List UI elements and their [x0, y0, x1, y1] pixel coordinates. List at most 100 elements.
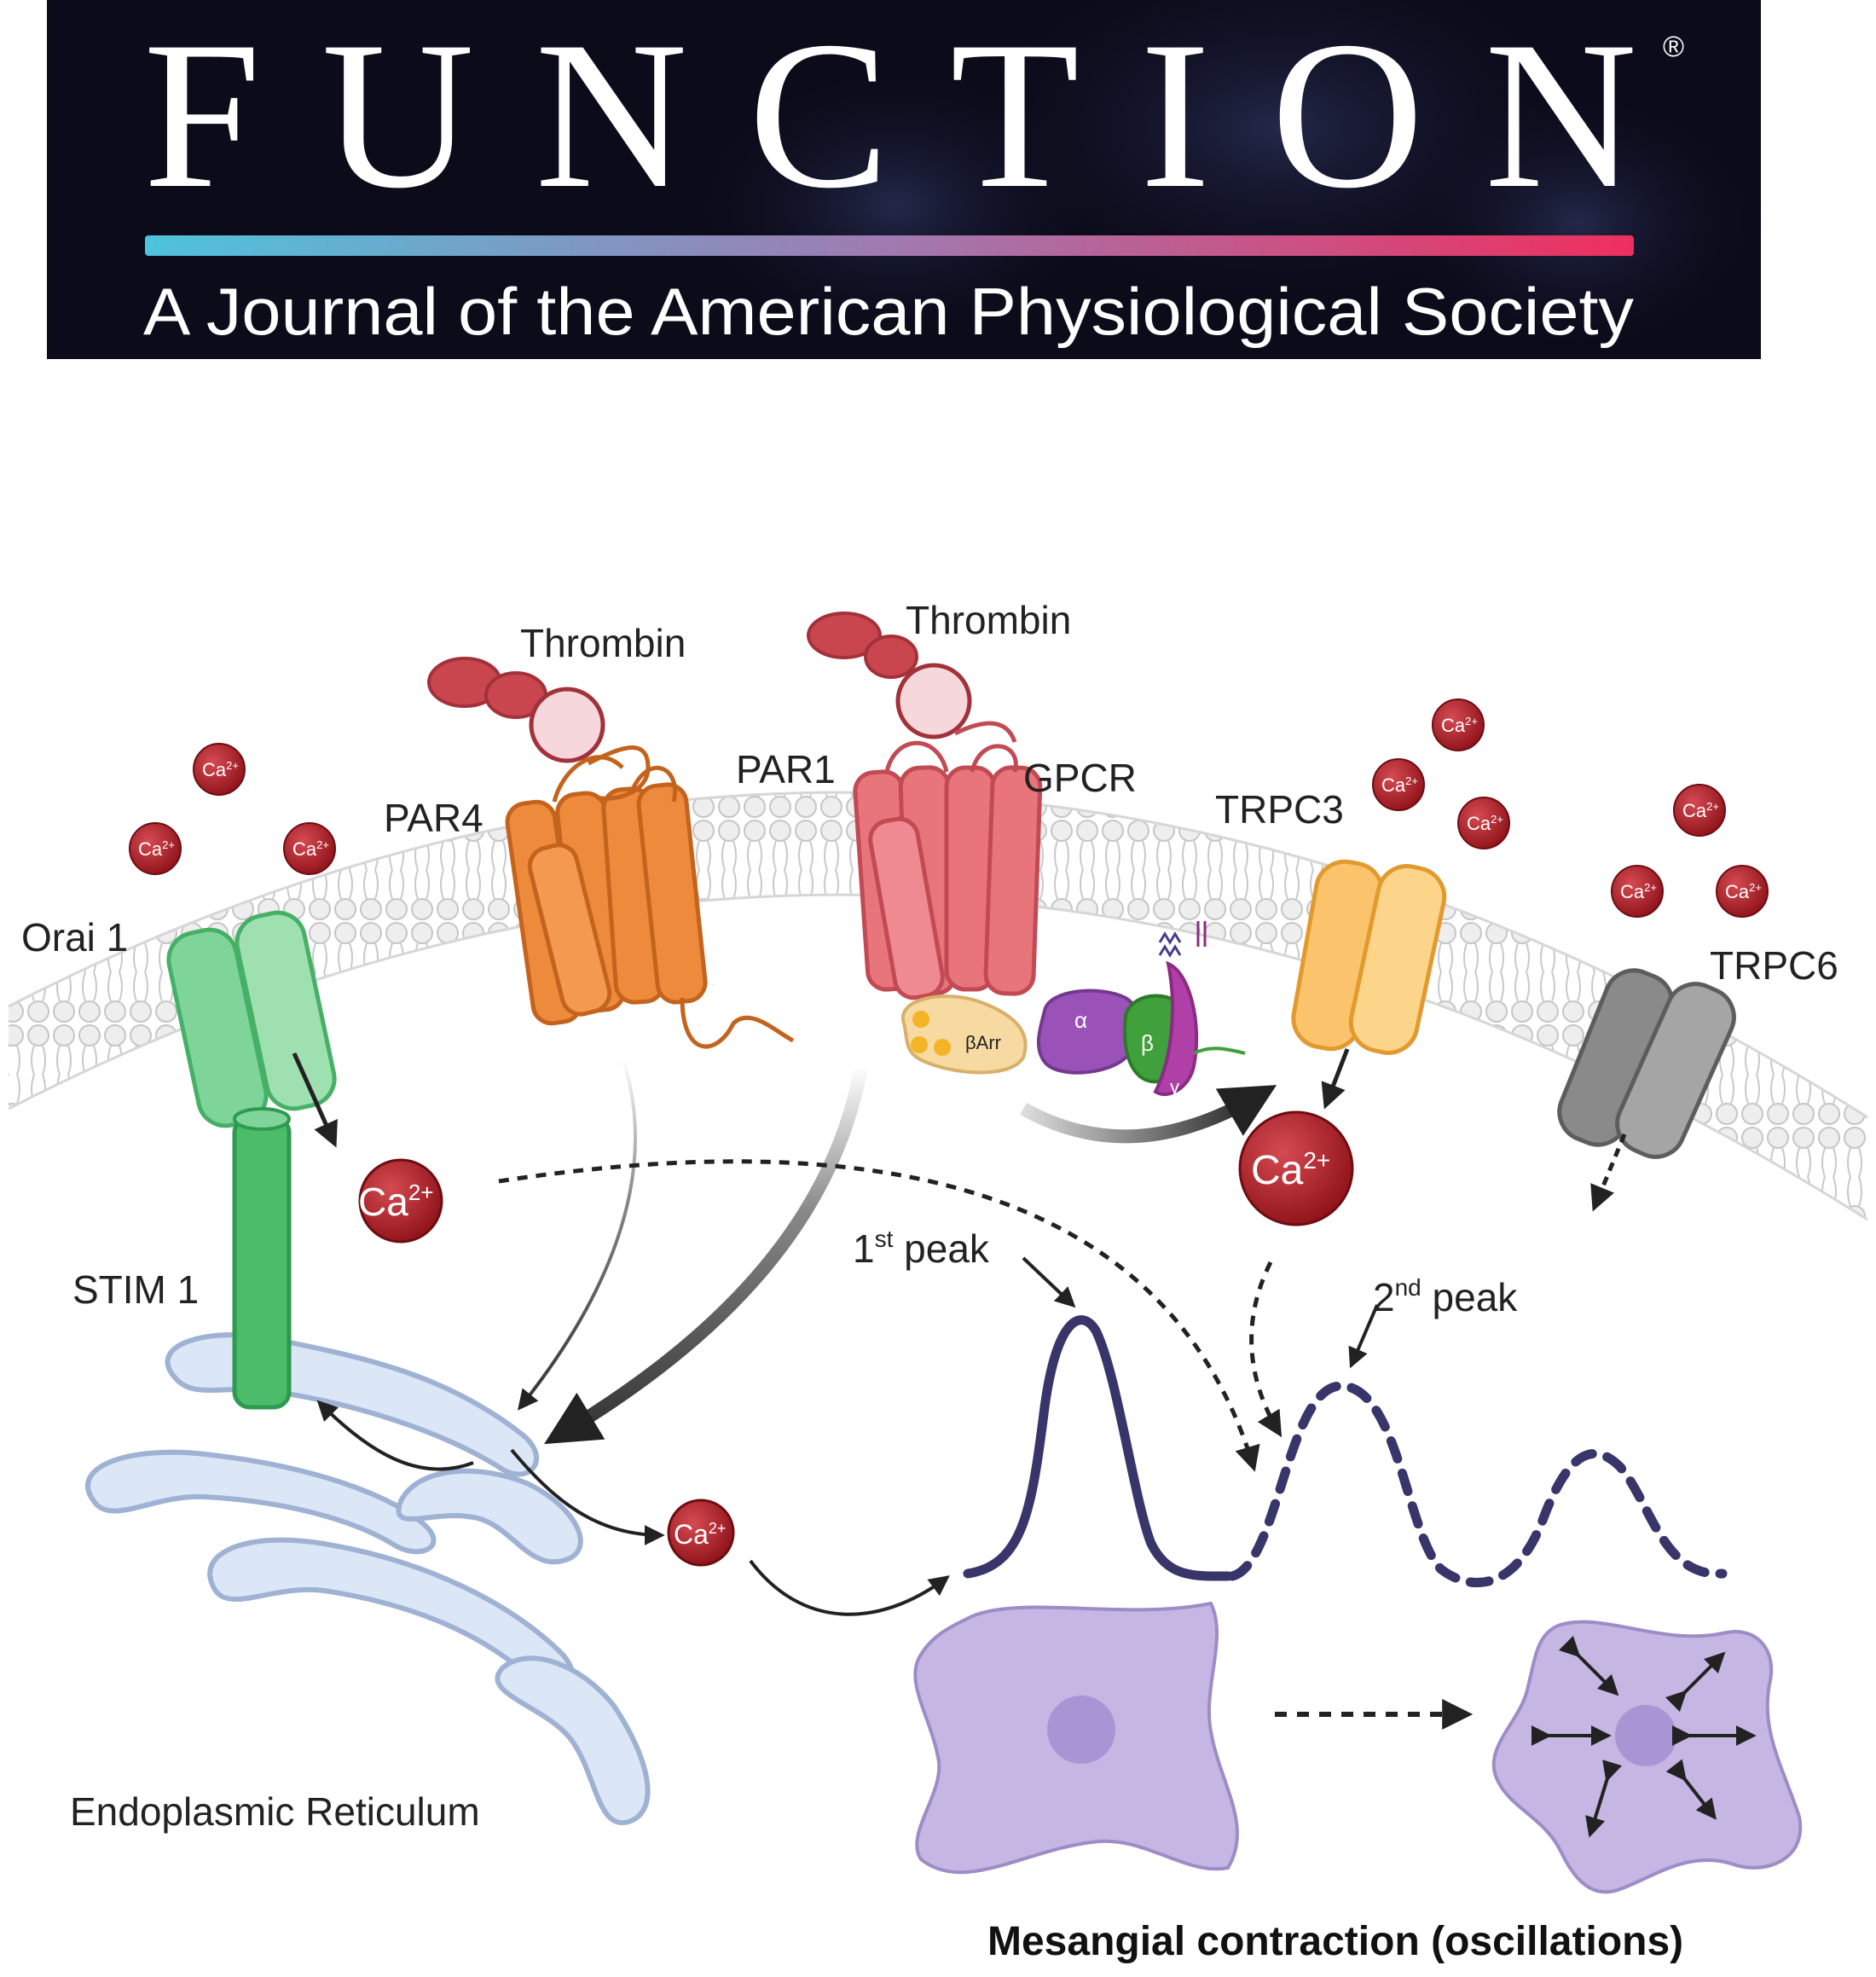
- calcium-ion-small: [193, 743, 246, 796]
- mesangial-cell-contracted: [1491, 1620, 1803, 1894]
- orai1-subunit: [234, 910, 337, 1111]
- par4-helix: [527, 843, 612, 1017]
- beta-arrestin-label: βArr: [965, 1032, 1001, 1053]
- stim1-stalk: [232, 1115, 292, 1410]
- stim1-protein: [232, 1107, 292, 1410]
- banner-bg-blob: [682, 60, 1109, 350]
- double-arrow-icon: [1558, 1635, 1619, 1696]
- calcium-ion-label: Ca2+: [358, 1180, 433, 1224]
- mesangial-cell-relaxed: [913, 1601, 1239, 1875]
- g-alpha-label: α: [1074, 1007, 1087, 1033]
- banner-subtitle: A Journal of the American Physiological …: [143, 274, 1634, 349]
- calcium-ion-label: Ca2+: [1682, 800, 1719, 821]
- calcium-ion-label: Ca2+: [1441, 715, 1478, 736]
- thrombin-pacman: [895, 663, 972, 739]
- banner-bg-blob: [1390, 85, 1765, 358]
- calcium-ion-small: [1611, 865, 1664, 918]
- par4-loop: [552, 755, 624, 803]
- second-peak-label: 2nd peak: [1373, 1274, 1518, 1319]
- calcium-ion-label: Ca2+: [292, 838, 329, 860]
- arrow-trpc3-influx: [1321, 1048, 1350, 1110]
- er-sheet-5: [495, 1655, 651, 1825]
- signaling-arrows: [292, 1048, 1627, 1730]
- phosphate-icon: [911, 1036, 928, 1053]
- par1-loop: [884, 740, 949, 773]
- arrow-orai-influx: [292, 1052, 338, 1148]
- er-sheet-2: [85, 1449, 437, 1555]
- par4-receptor: [505, 755, 795, 1049]
- calcium-ion-cytosol-orai: Ca2+: [358, 1158, 443, 1244]
- trpc3-subunit: [1348, 864, 1447, 1055]
- calcium-ion-label: Ca2+: [1620, 881, 1657, 902]
- arrow-er-to-stim: [316, 1400, 474, 1471]
- calcium-ion-small: [1457, 797, 1510, 849]
- g-gamma-label: γ: [1170, 1076, 1179, 1098]
- g-beta-label: β: [1141, 1030, 1154, 1056]
- par1-helix: [983, 765, 1043, 996]
- thrombin-right-label: Thrombin: [906, 598, 1071, 642]
- trpc6-channel: [1557, 968, 1736, 1159]
- thrombin-domain: [807, 612, 882, 659]
- er-label: Endoplasmic Reticulum: [70, 1789, 480, 1834]
- par1-helix: [868, 816, 945, 1000]
- par1-label: PAR1: [736, 747, 836, 791]
- er-sheet-1: [165, 1332, 540, 1477]
- par4-label: PAR4: [384, 796, 483, 840]
- trace-first-peak: [963, 1315, 1233, 1581]
- double-arrow-icon: [1665, 1759, 1717, 1820]
- trpc6-subunit: [1615, 982, 1736, 1159]
- phosphate-icon: [912, 1011, 929, 1028]
- beta-arrestin: βArr: [900, 994, 1028, 1075]
- endoplasmic-reticulum: [85, 1332, 651, 1825]
- thrombin-right: [807, 612, 1017, 743]
- calcium-ion-label: Ca2+: [1467, 813, 1503, 834]
- cell-nucleus: [1047, 1696, 1115, 1764]
- calcium-ion-small: [1716, 865, 1769, 918]
- er-sheet-3: [396, 1468, 583, 1565]
- trace-oscillations: [1227, 1381, 1728, 1587]
- calcium-ion-label: Ca2+: [1251, 1147, 1330, 1193]
- stim1-cap: [233, 1107, 291, 1131]
- orai1-label: Orai 1: [21, 915, 128, 960]
- calcium-ion-label: Ca2+: [138, 838, 175, 860]
- contraction-arrows: [1531, 1635, 1757, 1838]
- double-arrow-icon: [1585, 1760, 1623, 1838]
- par1-loop: [970, 744, 1018, 773]
- trpc3-channel: [1291, 859, 1447, 1055]
- lipid-anchor: [1196, 921, 1207, 947]
- g-protein-tail: [1193, 1046, 1246, 1055]
- arrow-trpc6-influx: [1590, 1133, 1627, 1212]
- orai1-channel: [166, 910, 337, 1128]
- trpc3-label: TRPC3: [1215, 787, 1344, 832]
- thrombin-pacman: [529, 687, 605, 763]
- thrombin-left-label: Thrombin: [520, 621, 686, 665]
- arrow-ca-to-trace: [749, 1559, 950, 1616]
- arrow-first-peak-pointer: [1022, 1256, 1076, 1308]
- arrow-second-peak-pointer: [1348, 1304, 1379, 1369]
- gpcr-label: GPCR: [1023, 756, 1137, 800]
- journal-banner: FUNCTION ® A Journal of the American Phy…: [47, 0, 1765, 359]
- calcium-ion-small: [1372, 758, 1425, 811]
- calcium-ion-medium: [667, 1499, 735, 1567]
- calcium-ion-label: Ca2+: [1381, 774, 1418, 796]
- arrow-trpc3-ca-to-peak: [1249, 1261, 1283, 1438]
- g-alpha-subunit: [1037, 988, 1142, 1075]
- g-gamma-subunit: [1153, 960, 1199, 1097]
- calcium-ion-small: [129, 822, 182, 875]
- par4-loop: [628, 765, 677, 803]
- arrow-er-release: [510, 1448, 665, 1545]
- arrow-par1-to-er: [544, 1064, 868, 1445]
- first-peak-label: 1st peak: [853, 1226, 990, 1271]
- calcium-ion-small: [283, 822, 336, 875]
- thrombin-domain: [864, 635, 918, 679]
- arrow-par4-to-er: [518, 1057, 637, 1411]
- trpc6-label: TRPC6: [1710, 943, 1838, 988]
- par1-n-terminus: [953, 721, 1017, 743]
- beta-arrestin-body: [900, 994, 1028, 1075]
- calcium-ion-cytosol-trpc3: Ca2+: [1238, 1110, 1354, 1226]
- calcium-ion-small: [1673, 784, 1726, 837]
- par4-n-terminus: [587, 745, 651, 801]
- lipid-anchor: [1158, 931, 1182, 958]
- caption: Mesangial contraction (oscillations): [987, 1919, 1683, 1964]
